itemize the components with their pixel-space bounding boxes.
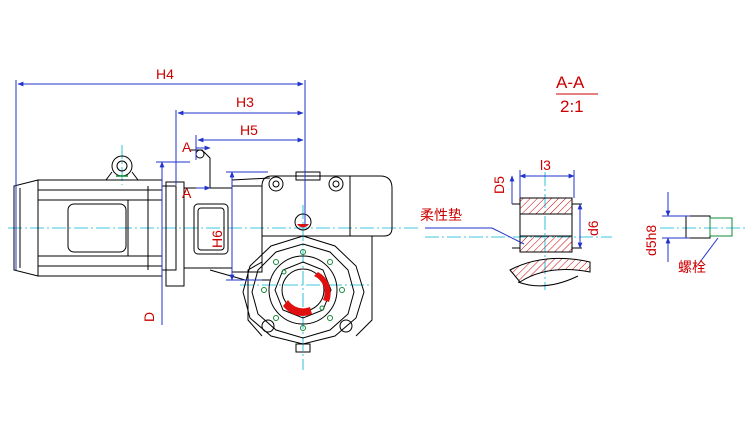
- section-a-a-view: D5 l3 d6 柔性垫: [420, 157, 601, 287]
- section-name: A-A: [556, 73, 585, 92]
- dim-h3: H3: [236, 94, 254, 110]
- dim-d6: d6: [585, 220, 601, 236]
- dim-d5h8: d5h8: [643, 225, 659, 256]
- section-a-a-title: A-A 2:1: [556, 73, 598, 116]
- adapter-housing: [184, 149, 271, 281]
- motor-body: [13, 179, 185, 287]
- center-lines: [8, 145, 745, 370]
- gearbox-housing: [247, 171, 393, 337]
- dimension-labels: H4 H3 H5 H6 D A A: [141, 66, 258, 322]
- dim-h5: H5: [240, 122, 258, 138]
- dimension-lines: [15, 80, 306, 325]
- section-mark-top: A: [182, 139, 192, 155]
- bolt-detail: d5h8 螺栓: [643, 192, 733, 276]
- label-flexible-pad: 柔性垫: [420, 208, 462, 224]
- section-scale: 2:1: [560, 97, 584, 116]
- dim-d5: D5: [491, 176, 507, 194]
- section-mark-bottom: A: [182, 185, 192, 201]
- lifting-eye: [105, 155, 139, 181]
- output-hub: [242, 213, 365, 353]
- dim-d: D: [141, 312, 157, 322]
- dim-h6: H6: [209, 230, 225, 248]
- label-bolt: 螺栓: [678, 260, 706, 276]
- dim-h4: H4: [156, 66, 174, 82]
- dim-l3: l3: [540, 157, 551, 173]
